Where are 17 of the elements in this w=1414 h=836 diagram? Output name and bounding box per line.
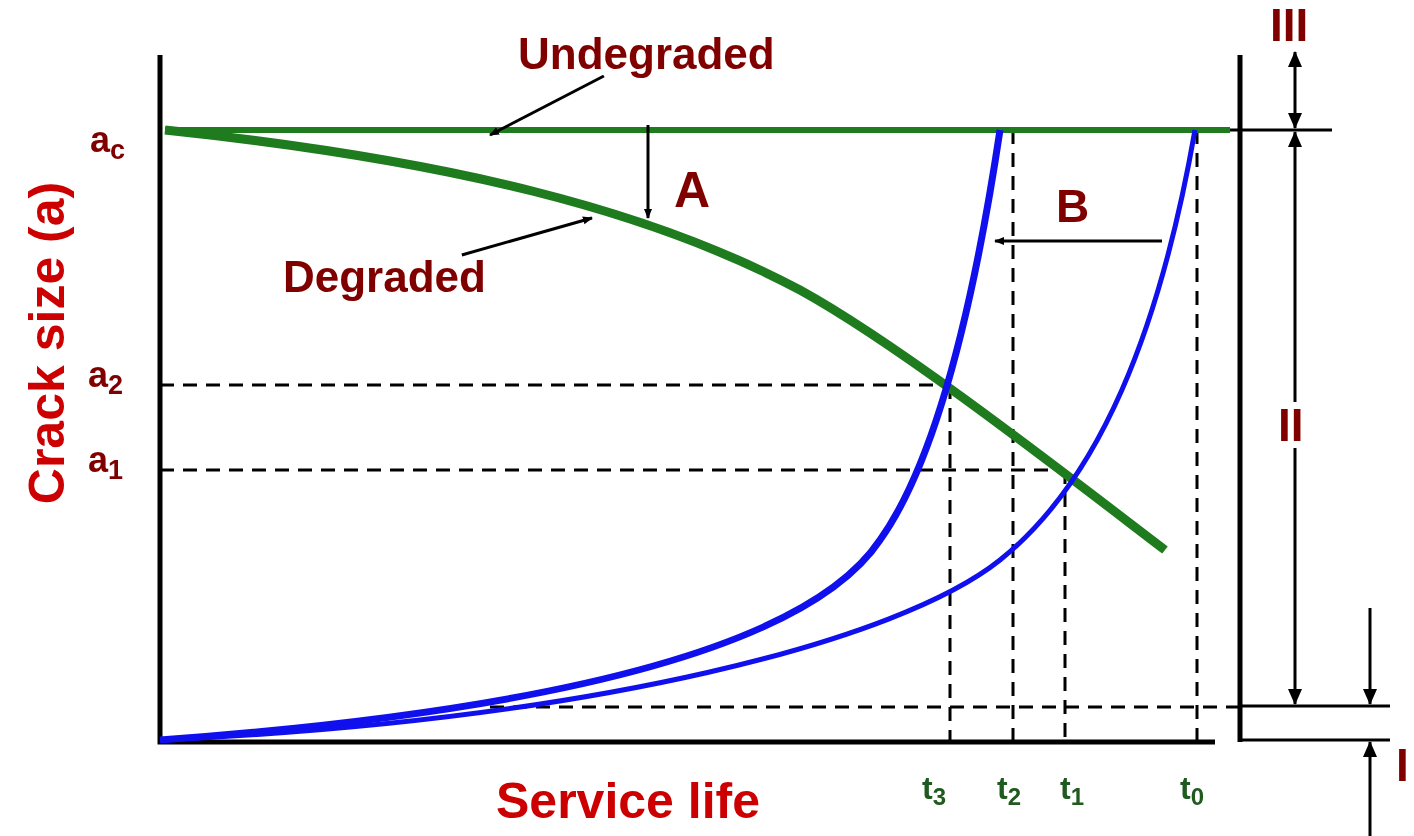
region-label: III xyxy=(1270,2,1309,48)
axis-value-label: t$_{0}$ xyxy=(1180,772,1204,804)
curve-name: Degraded xyxy=(283,255,486,299)
curve-label: A xyxy=(674,165,711,215)
axis-value-label: a$_{1}$ xyxy=(88,442,124,478)
region-label: I xyxy=(1396,742,1409,788)
axis-value-label: t$_{1}$ xyxy=(1060,772,1084,804)
axis-value-label: t$_{2}$ xyxy=(997,772,1021,804)
leader-arrow xyxy=(489,74,605,137)
curve-name: Undegraded xyxy=(518,32,775,76)
curve-label: B xyxy=(1056,183,1090,229)
axis-value-label: a$_{c}$ xyxy=(90,122,126,158)
axis-value-label: a$_{2}$ xyxy=(88,357,124,393)
axis-value-label: t$_{3}$ xyxy=(922,772,946,804)
leader-arrow xyxy=(461,216,593,257)
axis-title: Service life xyxy=(496,776,761,826)
axis-title: Crack size (a) xyxy=(22,180,72,507)
